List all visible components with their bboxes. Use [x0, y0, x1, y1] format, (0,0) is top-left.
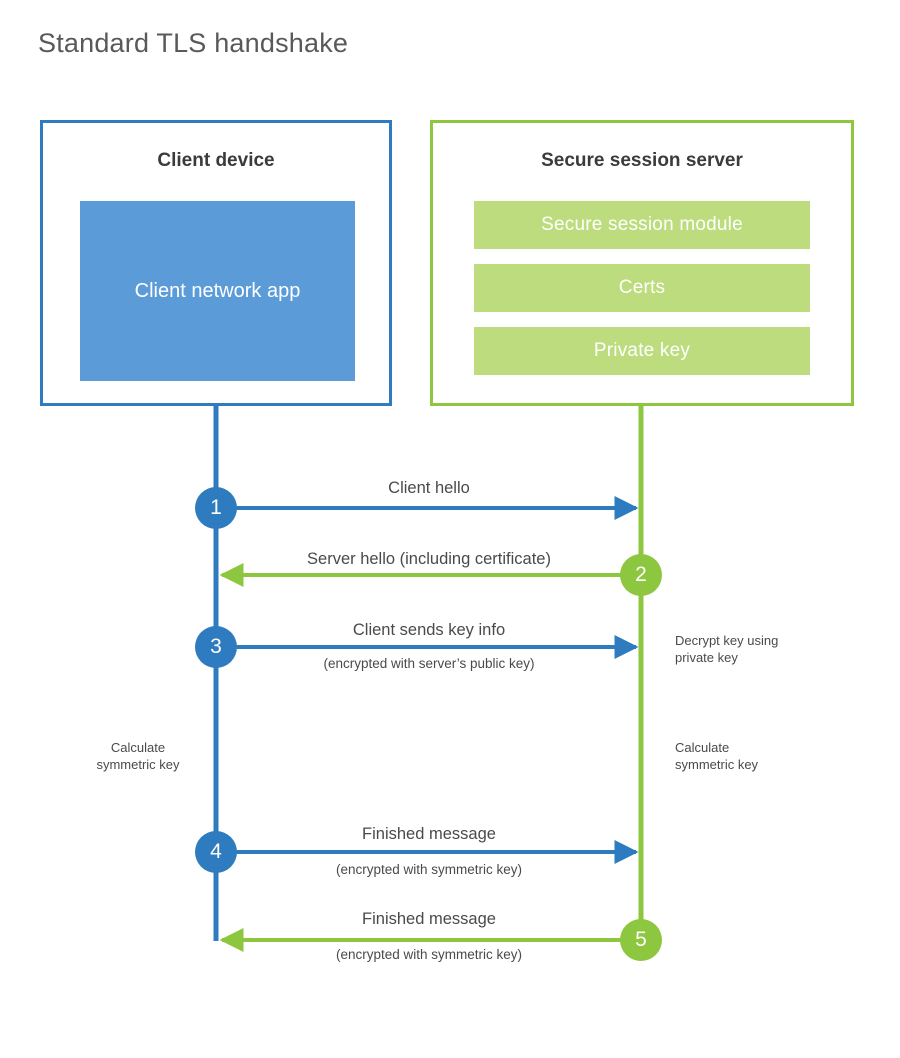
step-marker-4[interactable]: 4: [195, 831, 237, 873]
secure-session-server-panel: Secure session server Secure session mod…: [430, 120, 854, 406]
server-component-private-key: Private key: [474, 327, 810, 375]
message-label-step-2: Server hello (including certificate): [307, 550, 551, 568]
server-component-certs: Certs: [474, 264, 810, 312]
page-title: Standard TLS handshake: [38, 28, 349, 58]
message-label-step-5: Finished message: [362, 910, 496, 928]
message-sublabel-step-5: (encrypted with symmetric key): [335, 947, 523, 962]
message-sublabel-step-4: (encrypted with symmetric key): [335, 862, 523, 877]
step-marker-2[interactable]: 2: [620, 554, 662, 596]
step-marker-5[interactable]: 5: [620, 919, 662, 961]
client-device-panel: Client device Client network app: [40, 120, 392, 406]
client-device-title: Client device: [157, 150, 275, 171]
secure-session-server-title: Secure session server: [541, 150, 743, 171]
message-label-step-4: Finished message: [362, 825, 496, 843]
message-sublabel-step-3: (encrypted with server’s public key): [323, 656, 535, 671]
annotation-server-decrypt: Decrypt key using private key: [675, 633, 779, 666]
annotation-server-calculate-symmetric-key: Calculate symmetric key: [675, 740, 759, 773]
step-marker-1[interactable]: 1: [195, 487, 237, 529]
client-network-app-block: Client network app: [80, 201, 355, 381]
annotation-client-calculate-symmetric-key: Calculate symmetric key: [96, 740, 180, 773]
step-marker-3[interactable]: 3: [195, 626, 237, 668]
message-label-step-1: Client hello: [388, 479, 470, 497]
message-label-step-3: Client sends key info: [352, 621, 506, 639]
server-component-secure-session-module: Secure session module: [474, 201, 810, 249]
